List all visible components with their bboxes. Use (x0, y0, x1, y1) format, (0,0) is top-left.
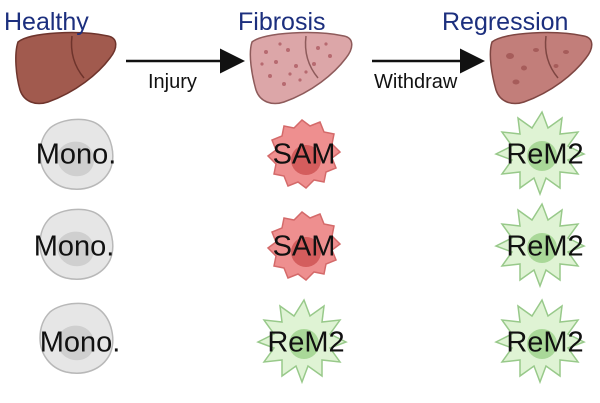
stage-title-fibrosis: Fibrosis (238, 8, 326, 36)
healthy-liver-icon (15, 31, 117, 105)
monocyte-cell-3 (39, 302, 114, 374)
stage-title-healthy: Healthy (4, 8, 89, 36)
cell-label-regression-1: ReM2 (506, 138, 584, 171)
cell-label-fibrosis-1: SAM (272, 138, 336, 171)
sam-cell-1 (266, 119, 342, 189)
fibrosis-liver-icon (249, 31, 353, 105)
cell-label-fibrosis-2: SAM (272, 230, 336, 263)
monocyte-cell-2 (39, 208, 114, 280)
cell-label-regression-2: ReM2 (506, 230, 584, 263)
arrow-label-withdraw: Withdraw (374, 71, 458, 93)
rem2-cell-regression-2 (494, 202, 586, 289)
stage-title-regression: Regression (442, 8, 569, 36)
arrow-label-injury: Injury (148, 71, 197, 93)
rem2-cell-regression-3 (494, 298, 586, 385)
monocyte-cell-1 (39, 118, 114, 190)
cell-label-healthy-1: Mono. (35, 138, 117, 171)
cell-label-healthy-3: Mono. (39, 326, 121, 359)
cell-label-healthy-2: Mono. (33, 230, 115, 263)
regression-liver-icon (489, 31, 593, 105)
cell-label-fibrosis-3: ReM2 (267, 326, 345, 359)
rem2-cell-fibrosis (256, 298, 348, 385)
rem2-cell-regression-1 (494, 110, 586, 197)
cell-label-regression-3: ReM2 (506, 326, 584, 359)
sam-cell-2 (266, 211, 342, 281)
